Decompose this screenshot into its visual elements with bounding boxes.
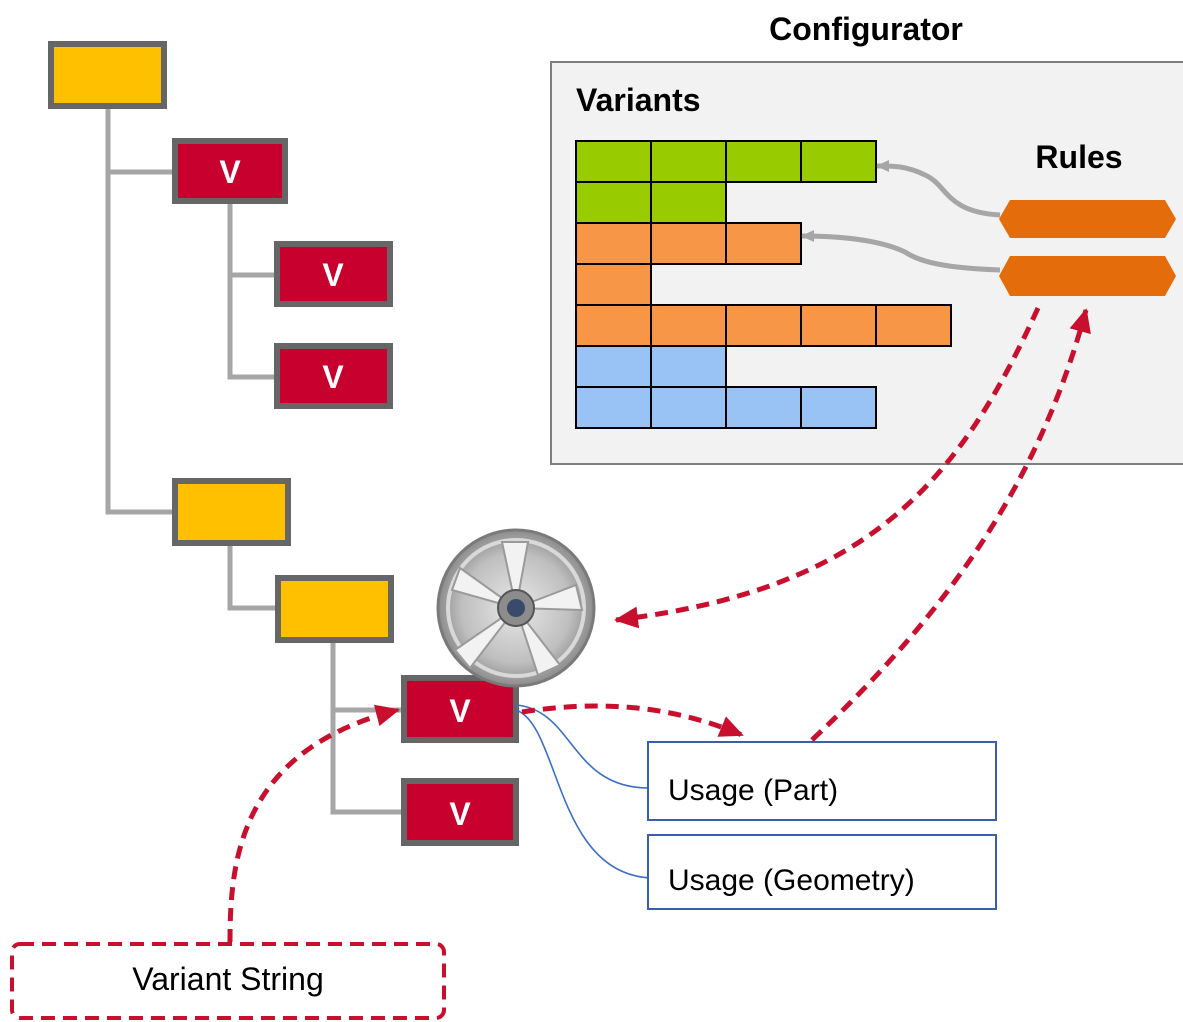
wheel-image [436, 528, 596, 688]
rule-1[interactable] [999, 200, 1176, 238]
usage-link-part [515, 704, 653, 789]
variant-cell[interactable] [725, 304, 802, 347]
tree-node-sub-2[interactable] [275, 575, 394, 643]
variant-cell[interactable] [725, 222, 802, 265]
variant-cell[interactable] [650, 222, 727, 265]
variant-cell[interactable] [575, 222, 652, 265]
connector-sub-sub [227, 542, 278, 611]
arrow-string-to-variant [227, 704, 400, 943]
usage-geometry-box[interactable] [647, 834, 997, 910]
variant-marker-3: V [322, 359, 344, 395]
variant-cell[interactable] [800, 304, 877, 347]
configurator-title: Configurator [769, 11, 963, 47]
variant-marker-5: V [449, 796, 471, 832]
variant-cell[interactable] [800, 140, 877, 183]
dashed-arrows [227, 306, 1091, 943]
rules [999, 200, 1176, 296]
variant-cell[interactable] [650, 386, 727, 429]
tree-node-variant-2[interactable] [274, 241, 393, 307]
variants-heading: Variants [576, 82, 701, 118]
tree-nodes: V V V V V [48, 41, 519, 846]
arrow-variant-to-usage [521, 703, 744, 738]
tree-node-variant-5[interactable] [401, 778, 519, 846]
usage-part-label: Usage (Part) [668, 774, 838, 807]
rule-2-arrow [801, 230, 1001, 273]
usage-geometry-label: Usage (Geometry) [668, 864, 915, 897]
variant-cell[interactable] [725, 140, 802, 183]
connector-v1-children [227, 200, 280, 380]
variant-cell[interactable] [575, 140, 652, 183]
variant-grid [575, 140, 952, 429]
variant-cell[interactable] [575, 386, 652, 429]
tree-node-variant-3[interactable] [274, 343, 393, 409]
tree-node-sub[interactable] [172, 478, 291, 546]
variant-marker-2: V [322, 257, 344, 293]
variant-cell[interactable] [800, 386, 877, 429]
variant-cell[interactable] [725, 386, 802, 429]
connector-root-trunk [105, 105, 178, 515]
arrow-usage-to-rules [810, 308, 1091, 742]
variant-cell[interactable] [575, 263, 652, 306]
variant-cell[interactable] [875, 304, 952, 347]
variant-string-box[interactable] [10, 942, 446, 1020]
rules-heading: Rules [1035, 139, 1122, 175]
rule-1-arrow [876, 159, 1001, 218]
tree-node-root[interactable] [48, 41, 167, 109]
connector-sub2-children [330, 640, 406, 815]
variant-cell[interactable] [650, 304, 727, 347]
arrow-rules-to-wheel [614, 306, 1041, 629]
tree-connectors [105, 105, 406, 815]
usage-link-geometry [515, 709, 653, 879]
variant-string-label: Variant String [132, 961, 324, 997]
variant-marker-4: V [449, 693, 471, 729]
variant-marker-1: V [219, 154, 241, 190]
variant-cell[interactable] [650, 140, 727, 183]
variant-cell[interactable] [575, 304, 652, 347]
variant-cell[interactable] [575, 181, 652, 224]
tree-node-variant-1[interactable] [172, 138, 288, 204]
variant-cell[interactable] [650, 181, 727, 224]
variant-cell[interactable] [575, 345, 652, 388]
usage-part-box[interactable] [647, 741, 997, 821]
rule-2[interactable] [999, 256, 1176, 296]
tree-node-variant-4[interactable] [401, 675, 519, 743]
variant-cell[interactable] [650, 345, 727, 388]
